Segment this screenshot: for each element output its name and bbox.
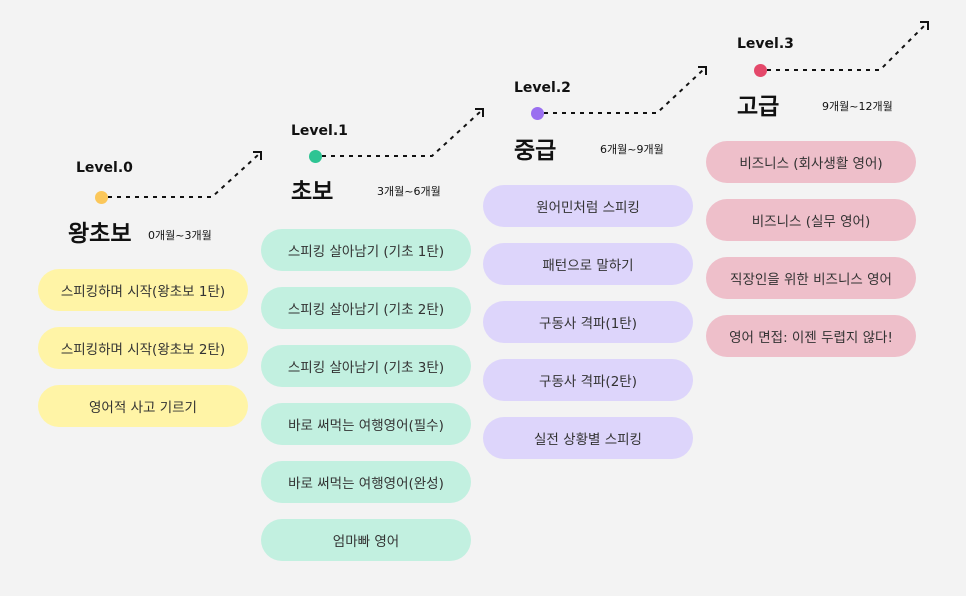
path-level0: [108, 154, 259, 198]
course-pill[interactable]: 영어 면접: 이젠 두렵지 않다!: [706, 315, 916, 357]
course-pill[interactable]: 원어민처럼 스피킹: [483, 185, 693, 227]
arrow-head-icon: [475, 108, 484, 117]
course-pill[interactable]: 구동사 격파(2탄): [483, 359, 693, 401]
course-pill[interactable]: 스피킹 살아남기 (기초 2탄): [261, 287, 471, 329]
level-period: 0개월~3개월: [148, 229, 212, 242]
course-pill[interactable]: 패턴으로 말하기: [483, 243, 693, 285]
course-pill[interactable]: 스피킹 살아남기 (기초 3탄): [261, 345, 471, 387]
level-dot: [95, 191, 108, 204]
course-pill[interactable]: 비즈니스 (실무 영어): [706, 199, 916, 241]
level-dot: [531, 107, 544, 120]
course-pill[interactable]: 스피킹하며 시작(왕초보 2탄): [38, 327, 248, 369]
level-label: Level.1: [291, 123, 348, 139]
level-dot: [754, 64, 767, 77]
path-level2: [544, 69, 704, 114]
path-level3: [767, 24, 926, 71]
level-label: Level.3: [737, 36, 794, 52]
course-pill[interactable]: 스피킹하며 시작(왕초보 1탄): [38, 269, 248, 311]
level-period: 3개월~6개월: [377, 185, 441, 198]
course-pill[interactable]: 직장인을 위한 비즈니스 영어: [706, 257, 916, 299]
arrow-head-icon: [253, 151, 262, 160]
level-title: 중급: [514, 138, 557, 164]
level-period: 9개월~12개월: [822, 100, 893, 113]
course-pill[interactable]: 비즈니스 (회사생활 영어): [706, 141, 916, 183]
arrow-head-icon: [920, 21, 929, 30]
level-period: 6개월~9개월: [600, 143, 664, 156]
course-pill[interactable]: 바로 써먹는 여행영어(필수): [261, 403, 471, 445]
path-level1: [322, 111, 481, 157]
level-dot: [309, 150, 322, 163]
course-pill[interactable]: 구동사 격파(1탄): [483, 301, 693, 343]
level-label: Level.2: [514, 80, 571, 96]
level-title: 고급: [737, 94, 780, 120]
course-pill[interactable]: 스피킹 살아남기 (기초 1탄): [261, 229, 471, 271]
course-pill[interactable]: 실전 상황별 스피킹: [483, 417, 693, 459]
course-pill[interactable]: 엄마빠 영어: [261, 519, 471, 561]
level-title: 왕초보: [68, 221, 132, 247]
arrow-head-icon: [698, 66, 707, 75]
course-pill[interactable]: 바로 써먹는 여행영어(완성): [261, 461, 471, 503]
level-title: 초보: [291, 179, 334, 205]
course-pill[interactable]: 영어적 사고 기르기: [38, 385, 248, 427]
level-label: Level.0: [76, 160, 133, 176]
